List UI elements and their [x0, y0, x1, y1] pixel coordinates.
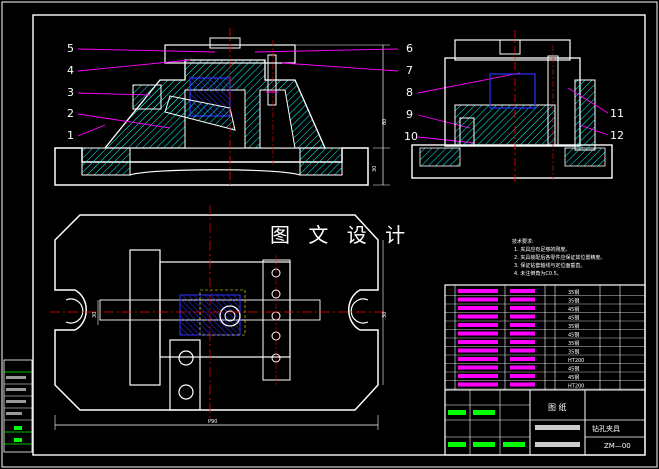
tech-req-item-4: 4. 未注倒角为C0.5。 — [514, 270, 562, 277]
part-label-9: 9 — [406, 108, 413, 121]
bom-material-cell: 35钢 — [568, 298, 579, 305]
part-label-10: 10 — [404, 130, 418, 143]
title-block: 图 纸 钻孔夹具 ZM—00 — [445, 390, 645, 455]
bom-name-cell — [510, 357, 535, 361]
bom-code-cell — [458, 297, 498, 302]
overall-width-dim: P90 — [208, 419, 217, 425]
part-label-12: 12 — [610, 129, 624, 142]
bom-name-cell — [510, 331, 535, 336]
part-label-11: 11 — [610, 107, 624, 120]
bom-material-cell: 45钢 — [568, 315, 579, 322]
bom-code-cell — [458, 382, 498, 387]
part-label-6: 6 — [406, 42, 413, 55]
bom-material-cell: 35钢 — [568, 340, 579, 347]
bom-name-cell — [510, 323, 535, 327]
tech-req-item-2: 2. 夹具装配后各零件应保证其位置精度。 — [514, 254, 605, 261]
part-label-7: 7 — [406, 64, 413, 77]
part-label-3: 3 — [67, 86, 74, 99]
bom-name-cell — [510, 340, 535, 344]
bom-name-cell — [510, 348, 535, 353]
side-view — [411, 30, 613, 185]
bom-material-cell: 35钢 — [568, 323, 579, 330]
bom-material-cell: 45钢 — [568, 332, 579, 339]
bom-name-cell — [510, 297, 535, 302]
left-height-dim: 30 — [372, 166, 378, 172]
bom-code-cell — [458, 348, 498, 353]
bom-code-cell — [458, 314, 498, 319]
bom-material-cell: 45钢 — [568, 366, 579, 373]
bom-code-cell — [458, 374, 498, 378]
front-view: 80 30 — [54, 28, 390, 188]
bom-material-cell: HT200 — [568, 384, 584, 390]
part-label-2: 2 — [67, 107, 74, 120]
bom-code-cell — [458, 289, 498, 293]
bom-name-cell — [510, 306, 535, 310]
leaders-right: 11 12 — [567, 87, 624, 142]
top-view: P90 30 30 — [50, 205, 388, 430]
bom-material-cell: 35钢 — [568, 289, 579, 296]
bom-name-cell — [510, 382, 535, 387]
bom-code-cell — [458, 340, 498, 344]
bom-code-cell — [458, 323, 498, 327]
bom-material-cell: HT200 — [568, 358, 584, 364]
bom-name-cell — [510, 314, 535, 319]
sheet-border-inner — [32, 14, 646, 456]
leaders-mid: 6 7 8 9 10 — [254, 42, 521, 144]
dim-left-slot: 30 — [92, 312, 98, 318]
dim-right-slot: 30 — [382, 312, 388, 318]
part-label-8: 8 — [406, 86, 413, 99]
bom-code-cell — [458, 306, 498, 310]
side-height-dim: 80 — [382, 119, 388, 125]
tech-req-item-3: 3. 保证钻套轴线与定位面垂直。 — [514, 262, 585, 269]
tech-req-item-1: 1. 夹具应有足够的刚度。 — [514, 246, 570, 253]
bom-code-cell — [458, 365, 498, 370]
drawing-name: 钻孔夹具 — [592, 424, 620, 433]
bom-name-cell — [510, 365, 535, 370]
part-label-1: 1 — [67, 129, 74, 142]
bom-name-cell — [510, 289, 535, 293]
bom-material-cell: 35钢 — [568, 349, 579, 356]
drawing-code: ZM—00 — [604, 442, 631, 450]
tech-requirements: 技术要求: 1. 夹具应有足够的刚度。 2. 夹具装配后各零件应保证其位置精度。… — [512, 238, 605, 277]
watermark-text: 图 文 设 计 — [270, 223, 411, 247]
revision-strip — [3, 359, 33, 453]
bom-code-cell — [458, 331, 498, 336]
bom-material-cell: 45钢 — [568, 374, 579, 381]
leaders-left: 5 4 3 2 1 — [67, 42, 216, 142]
part-label-5: 5 — [67, 42, 74, 55]
part-label-4: 4 — [67, 64, 74, 77]
tech-req-title: 技术要求: — [512, 238, 534, 245]
bom-code-cell — [458, 357, 498, 361]
bom-material-cell: 45钢 — [568, 306, 579, 313]
designer-label: 图 纸 — [548, 402, 567, 412]
bom-name-cell — [510, 374, 535, 378]
